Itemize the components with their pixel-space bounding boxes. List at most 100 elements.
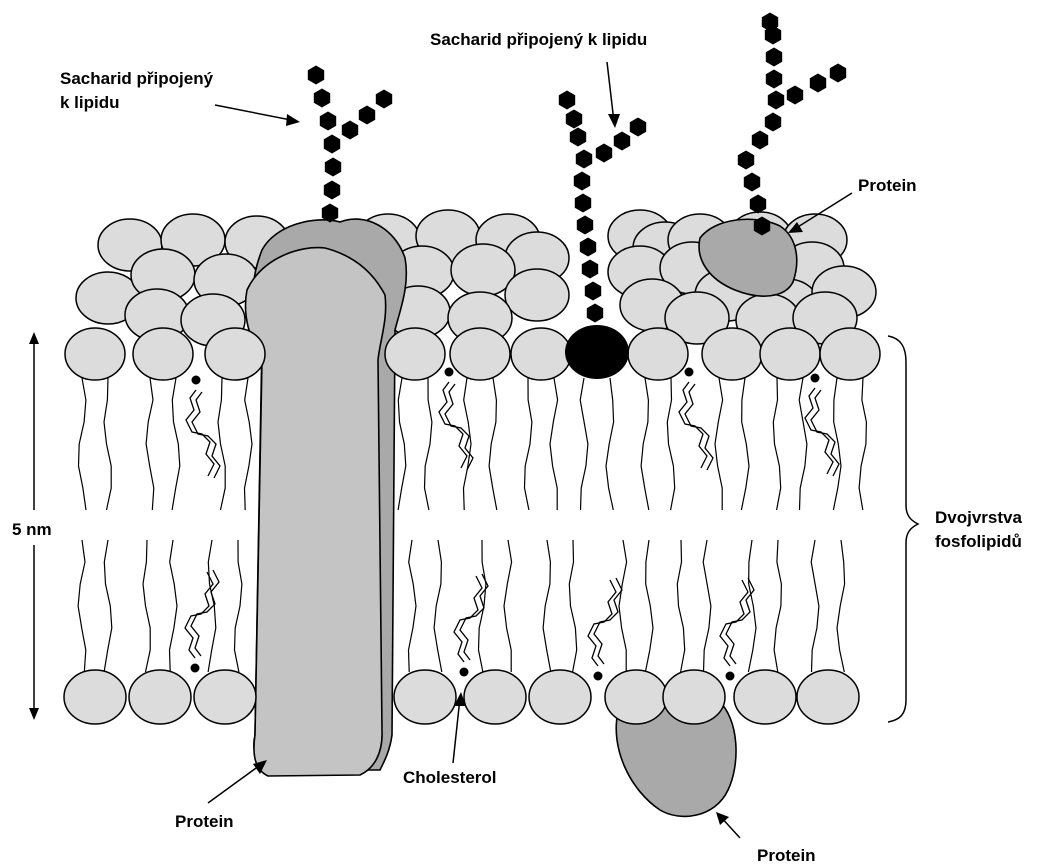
cholesterol <box>186 376 220 479</box>
cholesterol <box>720 578 754 681</box>
saccharide-unit <box>320 112 336 131</box>
saccharide-unit <box>787 86 803 105</box>
fatty-acid-tail <box>504 540 512 672</box>
saccharide-unit <box>359 106 375 125</box>
saccharide-unit <box>577 216 593 235</box>
fatty-acid-tail <box>837 540 845 672</box>
phospholipid-head <box>505 269 569 321</box>
saccharide-unit <box>314 89 330 108</box>
phospholipid-head <box>464 670 526 724</box>
fatty-acid-tail <box>143 540 150 672</box>
fatty-acid-tail <box>218 378 225 510</box>
cholesterol <box>185 570 219 673</box>
fatty-acid-tail <box>464 378 472 510</box>
phospholipid-head <box>797 670 859 724</box>
fatty-acid-tail <box>677 540 684 672</box>
protein-label-bottom-right: Protein <box>757 845 816 866</box>
saccharide-unit <box>766 70 782 89</box>
fatty-acid-tail <box>748 540 756 672</box>
fatty-acid-tail <box>104 540 112 672</box>
cholesterol <box>588 578 622 681</box>
phospholipid-head <box>529 670 591 724</box>
saccharide-unit <box>570 128 586 147</box>
saccharide-unit <box>738 151 754 170</box>
saccharide-unit <box>766 48 782 67</box>
fatty-acid-tail <box>525 378 532 510</box>
fatty-acid-tail <box>859 378 866 510</box>
fatty-acid-tail <box>645 540 653 672</box>
saccharide-unit <box>744 173 760 192</box>
phospholipid-head <box>702 328 762 380</box>
fatty-acid-tail <box>667 378 674 510</box>
saccharide-unit <box>574 172 590 191</box>
saccharide-unit <box>765 113 781 132</box>
saccharide-unit <box>324 181 340 200</box>
fatty-acid-tail <box>409 540 417 672</box>
phospholipid-head <box>511 328 571 380</box>
fatty-acid-tail <box>774 540 781 672</box>
fatty-acid-tail <box>550 378 558 510</box>
fatty-acid-tail <box>172 378 180 510</box>
saccharide-unit <box>308 66 324 85</box>
phospholipid-head <box>663 670 725 724</box>
phospholipid-heads <box>64 328 880 724</box>
saccharide-unit <box>376 90 392 109</box>
fatty-acid-tail <box>235 540 242 672</box>
cholesterol <box>454 574 488 677</box>
saccharide-unit <box>750 195 766 214</box>
fatty-acid-tail <box>489 378 497 510</box>
bilayer-label-line2: fosfolipidů <box>935 531 1022 552</box>
fatty-acid-tail <box>170 540 178 672</box>
saccharide-unit <box>324 135 340 154</box>
saccharide-unit <box>630 118 646 137</box>
bilayer-brace <box>888 336 918 722</box>
phospholipid-head <box>394 670 456 724</box>
glycolipid-label-left-line1: Sacharid připojený <box>60 68 213 89</box>
saccharide-unit <box>582 260 598 279</box>
fatty-acid-tail <box>606 378 614 510</box>
fatty-acid-tail <box>641 378 649 510</box>
saccharide-unit <box>559 91 575 110</box>
saccharide-unit <box>585 282 601 301</box>
fatty-acid-tail <box>104 378 111 510</box>
fatty-acid-tail <box>479 540 486 672</box>
phospholipid-head <box>820 328 880 380</box>
fatty-acid-tail <box>773 378 780 510</box>
fatty-acid-tail <box>741 378 749 510</box>
fatty-acid-tail <box>398 378 406 510</box>
protein-label-bottom-left: Protein <box>175 811 234 832</box>
fatty-acid-tail <box>425 378 432 510</box>
saccharide-unit <box>575 194 591 213</box>
phospholipid-head <box>385 328 445 380</box>
saccharide-unit <box>576 150 592 169</box>
glycolipid-label-top: Sacharid připojený k lipidu <box>430 29 647 50</box>
fatty-acid-tail <box>543 540 551 672</box>
fatty-acid-tail <box>78 540 86 672</box>
thickness-label: 5 nm <box>12 519 52 540</box>
glycolipid-label-left-line2: k lipidu <box>60 92 120 113</box>
fatty-acid-tail <box>703 540 711 672</box>
saccharide-unit <box>587 304 603 323</box>
saccharide-unit <box>768 91 784 110</box>
phospholipid-head <box>628 328 688 380</box>
saccharide-unit <box>580 238 596 257</box>
fatty-acid-tails <box>78 378 866 672</box>
cholesterol-label: Cholesterol <box>403 767 497 788</box>
saccharide-unit <box>596 144 612 163</box>
fatty-acid-tail <box>580 378 588 510</box>
fatty-acid-tail <box>715 378 723 510</box>
protein-label-top-right: Protein <box>858 175 917 196</box>
phospholipid-head <box>734 670 796 724</box>
phospholipid-head <box>129 670 191 724</box>
fatty-acid-tail <box>79 378 87 510</box>
phospholipid-head <box>205 328 265 380</box>
saccharide-unit <box>325 158 341 177</box>
saccharide-unit <box>566 110 582 129</box>
saccharide-unit <box>752 131 768 150</box>
glycolipid-head <box>565 325 629 379</box>
transmembrane-protein <box>245 219 406 776</box>
fatty-acid-tail <box>434 540 442 672</box>
saccharide-unit <box>810 74 826 93</box>
phospholipid-head <box>194 670 256 724</box>
